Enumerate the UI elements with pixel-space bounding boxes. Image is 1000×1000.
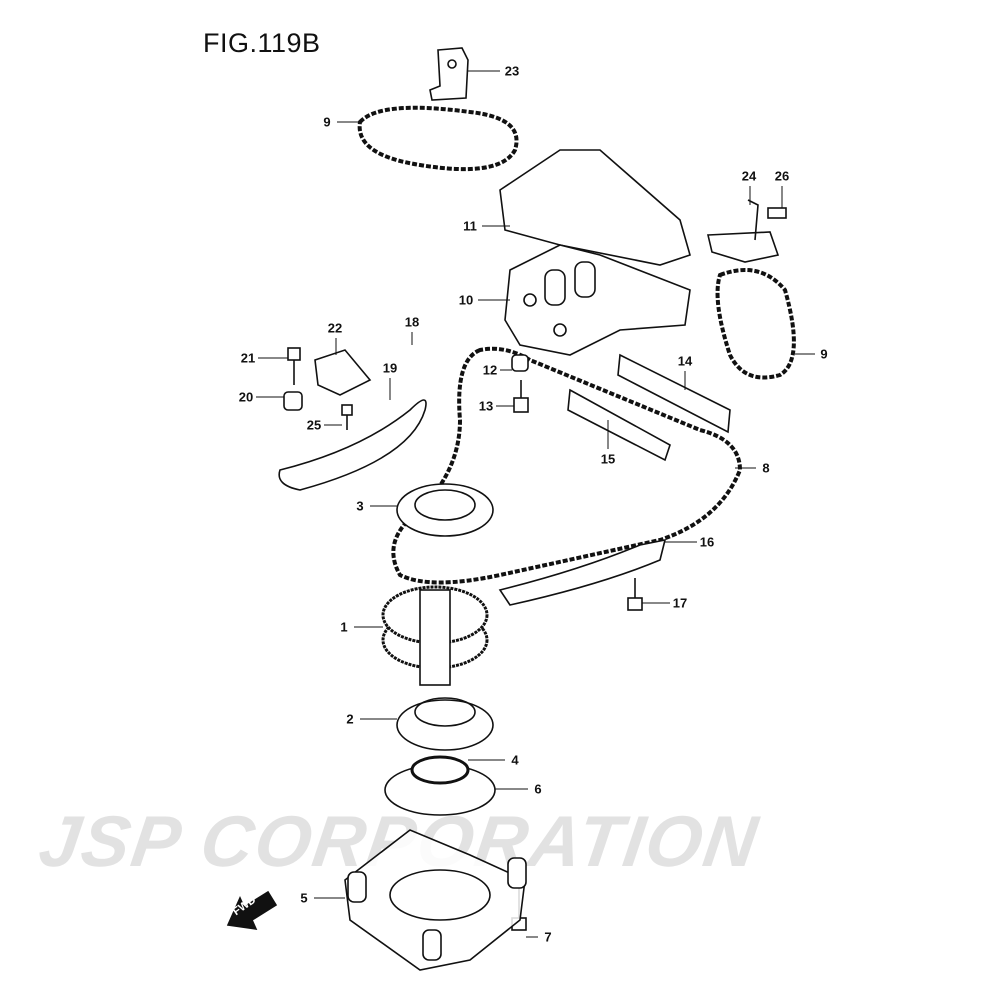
callout-9-right: 9: [820, 346, 828, 362]
callout-23: 23: [504, 63, 520, 79]
part-8-chain: [391, 346, 743, 585]
callout-7: 7: [544, 929, 552, 945]
part-24-guide: [707, 231, 780, 263]
callout-26: 26: [774, 168, 790, 184]
callout-18: 18: [404, 314, 420, 330]
callout-3: 3: [356, 498, 364, 514]
callout-17: 17: [672, 595, 688, 611]
part-2-bearing: [396, 697, 494, 751]
callout-11: 11: [463, 218, 477, 234]
callout-10: 10: [458, 292, 474, 308]
part-4-seal: [410, 755, 470, 785]
callout-21: 21: [240, 350, 256, 366]
part-15-guide: [567, 388, 671, 462]
part-23-tensioner: [429, 47, 469, 101]
callout-8: 8: [762, 460, 770, 476]
fwd-arrow-icon: [226, 890, 278, 930]
part-10-oil-pump: [504, 244, 691, 356]
callout-9-upper: 9: [323, 114, 331, 130]
callout-15: 15: [600, 451, 616, 467]
part-26-bolt: [767, 207, 787, 219]
callout-4: 4: [511, 752, 519, 768]
callout-16: 16: [699, 534, 715, 550]
callout-6: 6: [534, 781, 542, 797]
callout-5: 5: [300, 890, 308, 906]
bolts: [283, 347, 643, 931]
part-5-housing: [344, 829, 527, 971]
part-22-adjuster: [314, 349, 372, 396]
part-11-gasket: [499, 149, 691, 266]
callout-13: 13: [478, 398, 494, 414]
callout-20: 20: [238, 389, 254, 405]
callout-24: 24: [741, 168, 757, 184]
figure-title: FIG.119B: [203, 28, 321, 58]
callout-25: 25: [306, 417, 322, 433]
part-3-bearing: [396, 483, 494, 537]
part-16-guide: [498, 538, 667, 606]
part-1-gear: [381, 585, 489, 686]
callout-1: 1: [340, 619, 348, 635]
callout-14: 14: [677, 353, 693, 369]
part-9-chain-right: [715, 268, 796, 380]
callout-22: 22: [327, 320, 343, 336]
callout-19: 19: [382, 360, 398, 376]
leader-lines: [256, 70, 815, 938]
part-9-chain-upper: [357, 105, 519, 172]
callout-12: 12: [482, 362, 498, 378]
callout-2: 2: [346, 711, 354, 727]
part-18-tensioner-arm: [278, 399, 427, 491]
part-14-guide: [617, 353, 731, 434]
